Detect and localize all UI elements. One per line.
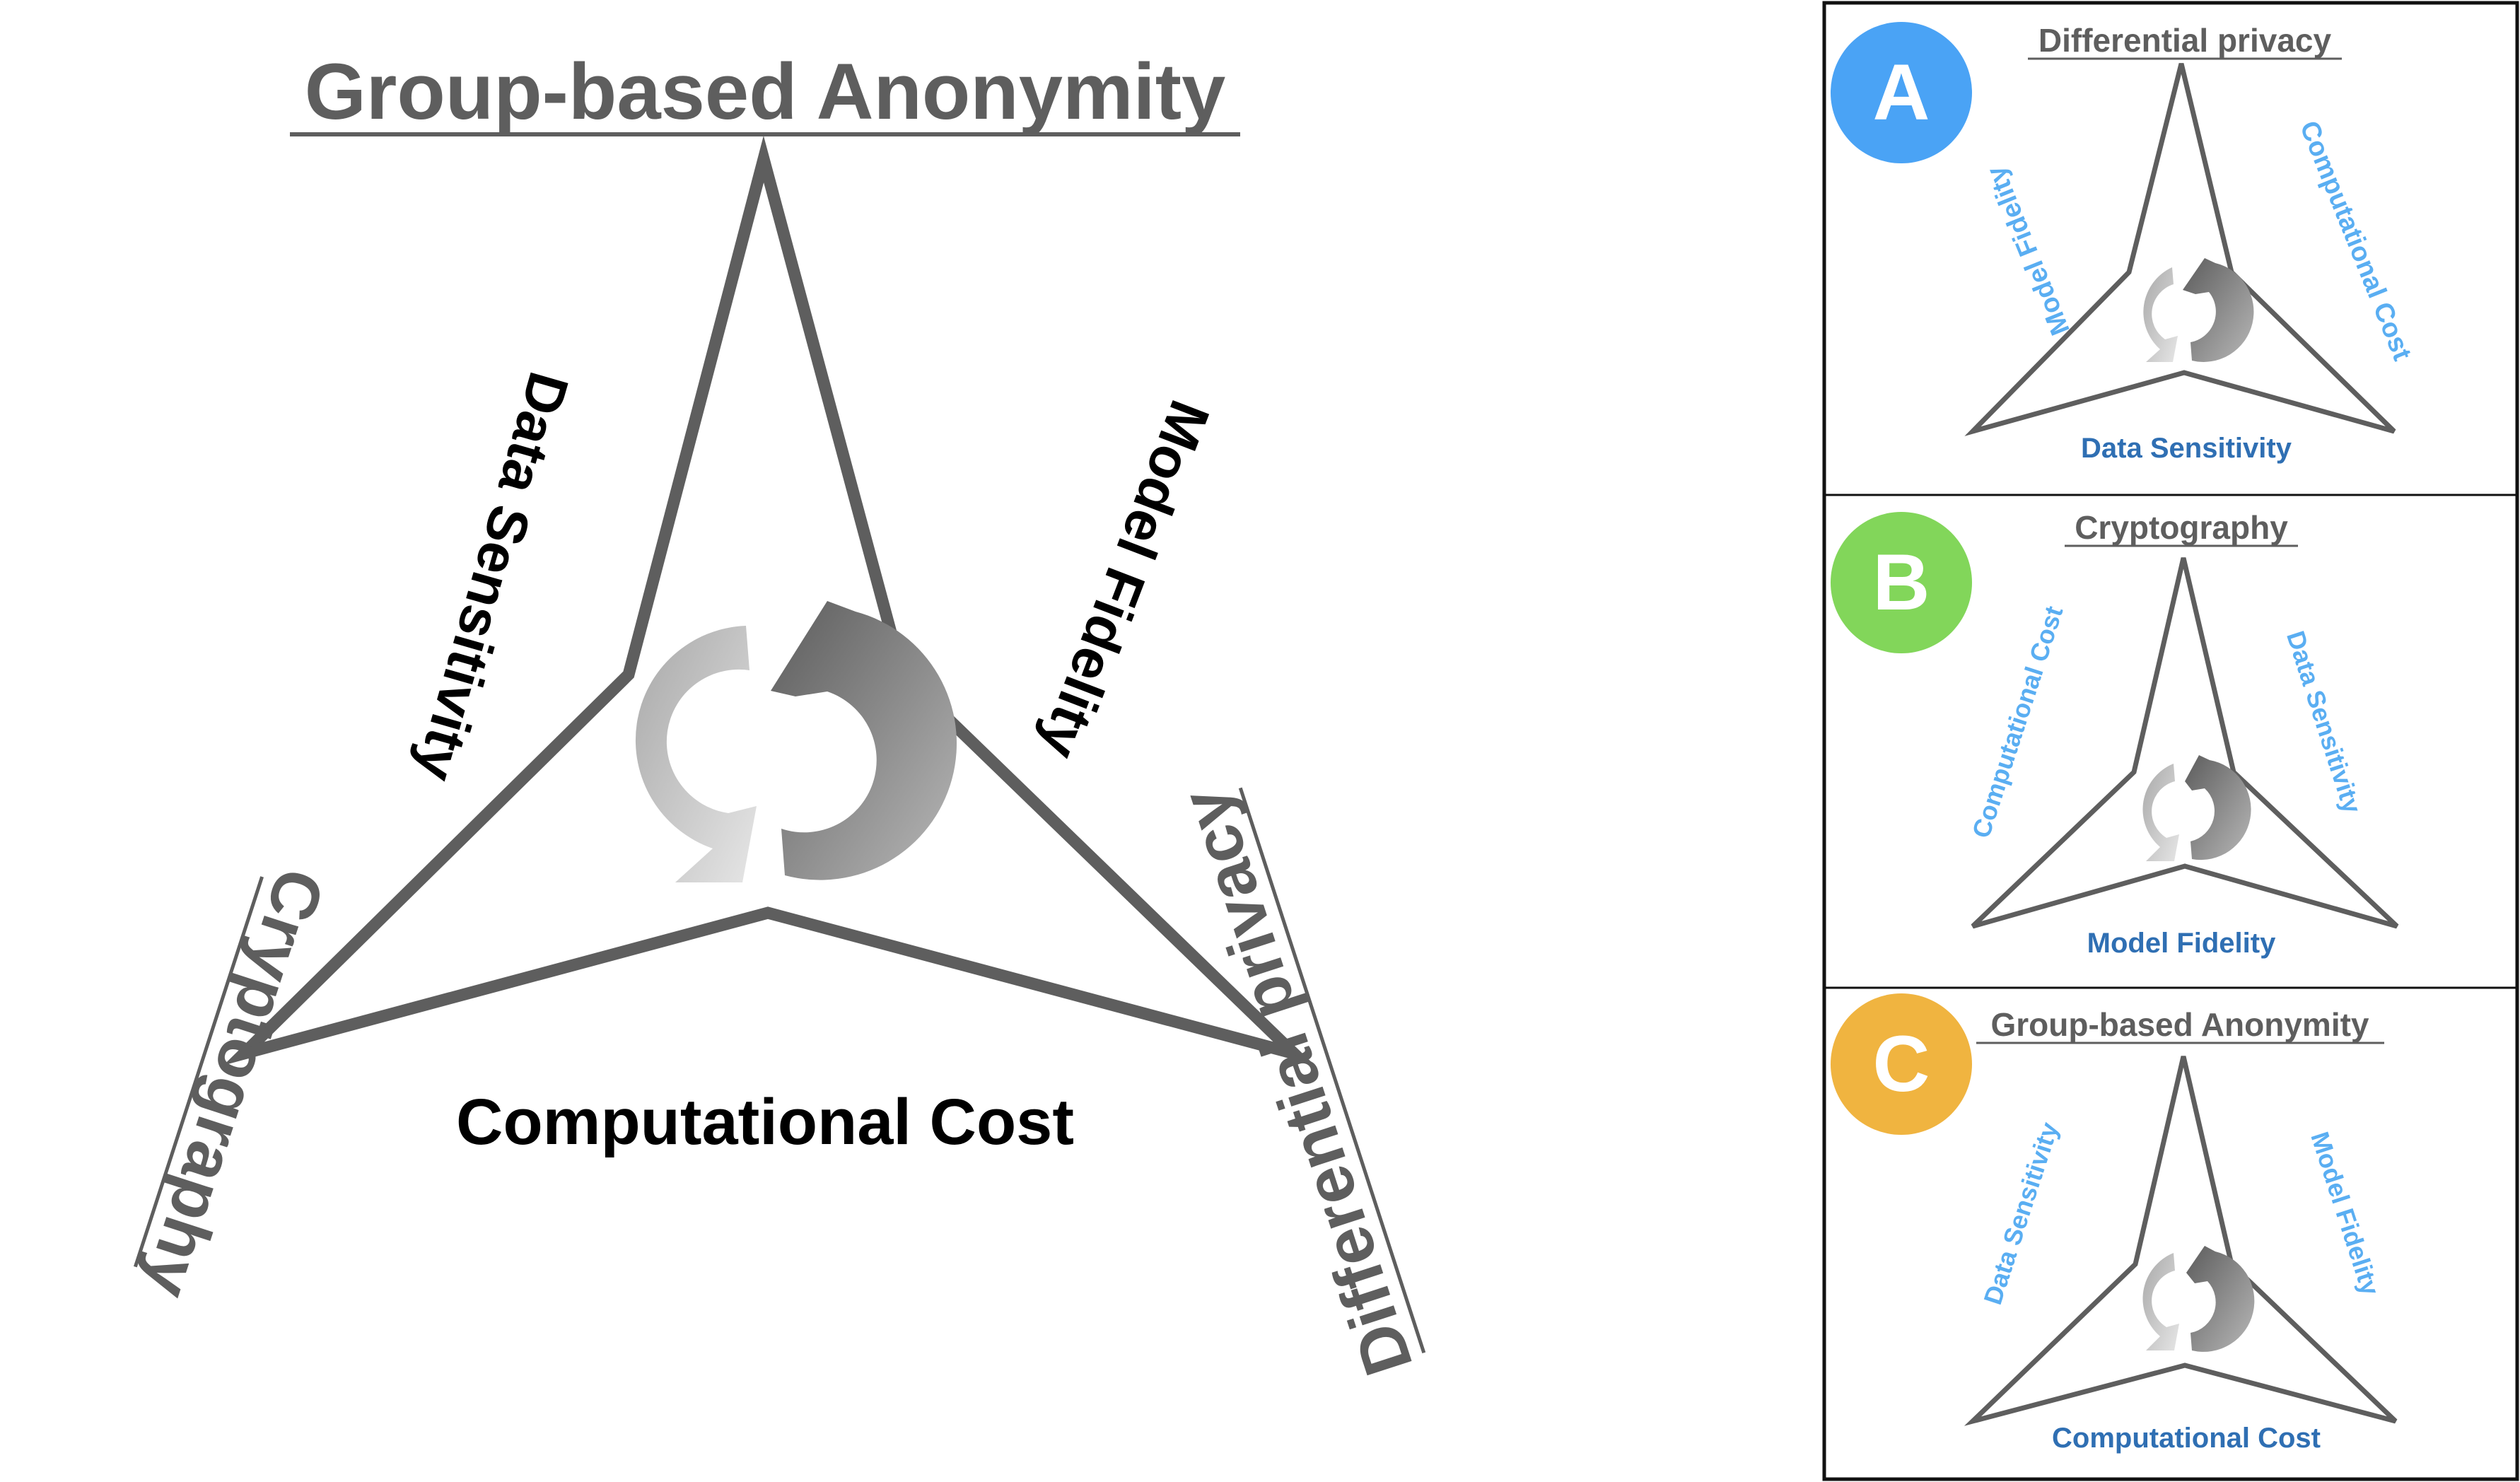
badge-a-circle bbox=[1831, 22, 1972, 163]
main-edge-label-computational-cost: Computational Cost bbox=[456, 1086, 1074, 1158]
refresh-cycle-icon bbox=[635, 601, 957, 882]
main-left-title-group: Cryptography bbox=[129, 860, 339, 1307]
main-edge-label-model-fidelity: Model Fidelity bbox=[1027, 392, 1221, 767]
badge-a-letter: A bbox=[1873, 48, 1930, 136]
main-edge-label-data-sensitivity: Data Sensitivity bbox=[404, 366, 581, 788]
main-title-cryptography: Cryptography bbox=[129, 860, 339, 1307]
panel-a-refresh-icon bbox=[2143, 258, 2254, 362]
main-diagram: Group-based Anonymity Data Sensitivity M… bbox=[129, 47, 1428, 1384]
panel-c-refresh-icon bbox=[2142, 1246, 2255, 1352]
panel-c-edge-right-label: Model Fidelity bbox=[2305, 1128, 2385, 1299]
main-title-differential-privacy: Differential privacy bbox=[1167, 779, 1428, 1384]
panel-b-refresh-icon bbox=[2142, 755, 2251, 861]
panel-b-edge-bottom-label: Model Fidelity bbox=[2087, 928, 2276, 959]
panel-c-edge-left-label: Data Sensitivity bbox=[1978, 1119, 2064, 1308]
main-left-title-underline bbox=[133, 876, 264, 1268]
panel-a-title: Differential privacy bbox=[2038, 22, 2332, 59]
panel-b-edge-left-label: Computational Cost bbox=[1966, 602, 2069, 841]
panel-a-edge-bottom-label: Data Sensitivity bbox=[2081, 433, 2292, 464]
refresh-arc-upper bbox=[771, 601, 957, 880]
panel-a-edge-left-label: Model Fidelity bbox=[1981, 162, 2076, 339]
main-title-group-based-anonymity: Group-based Anonymity bbox=[305, 47, 1226, 136]
legend-panel-c: C Group-based Anonymity Data Sensitivity… bbox=[1831, 993, 2398, 1454]
badge-b-letter: B bbox=[1873, 538, 1930, 626]
panel-c-title: Group-based Anonymity bbox=[1991, 1006, 2369, 1043]
panel-b-title: Cryptography bbox=[2075, 509, 2288, 546]
legend-panel-a: A Differential privacy Model Fidelity Co… bbox=[1831, 22, 2417, 464]
legend-panel-frame bbox=[1822, 1, 2519, 1481]
legend-panel-b: B Cryptography Computational Cost Data S… bbox=[1831, 509, 2399, 959]
badge-b-circle bbox=[1831, 512, 1972, 653]
main-right-title-group: Differential privacy bbox=[1167, 779, 1428, 1384]
main-right-title-underline bbox=[1238, 787, 1426, 1354]
badge-c-letter: C bbox=[1873, 1020, 1930, 1108]
panel-a-edge-right-label: Computational Cost bbox=[2294, 117, 2417, 365]
panel-c-edge-bottom-label: Computational Cost bbox=[2052, 1423, 2321, 1454]
panel-c-triangle bbox=[1964, 1056, 2398, 1426]
panel-b-edge-right-label: Data Sensitivity bbox=[2281, 627, 2367, 817]
refresh-arc-lower bbox=[635, 626, 757, 882]
badge-c-circle bbox=[1831, 993, 1972, 1135]
